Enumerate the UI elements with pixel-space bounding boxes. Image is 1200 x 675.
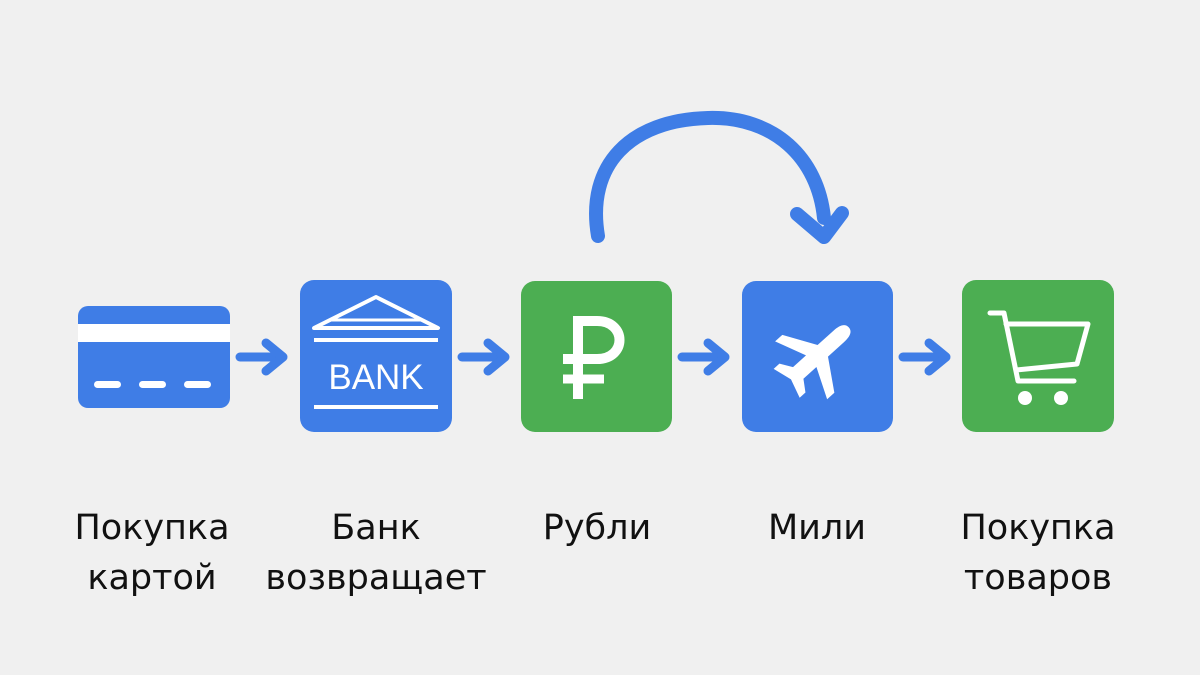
step-label-card-line1: Покупка [74,508,230,548]
step-card [78,306,230,408]
step-bank: BANK [300,280,452,432]
step-label-bank: Банк возвращает [256,503,496,603]
step-label-rubles: Рубли [477,503,717,553]
step-label-bank-line1: Банк [331,508,421,548]
step-label-goods: Покупка товаров [918,503,1158,603]
bank-icon-text: BANK [328,358,423,397]
step-miles [742,281,893,432]
step-label-card: Покупка картой [32,503,272,603]
airplane-icon [773,325,851,400]
arrow-miles-to-goods [898,338,951,376]
step-label-miles-line1: Мили [767,508,867,548]
ruble-icon [563,316,625,399]
credit-card-icon [78,306,230,408]
step-label-goods-line2: товаров [963,558,1113,598]
step-label-goods-line1: Покупка [960,508,1116,548]
step-goods [962,280,1114,432]
arrow-card-to-bank [235,338,288,376]
shopping-cart-icon [987,310,1091,405]
step-label-miles: Мили [697,503,937,553]
curved-arrow-rubles-to-miles [589,110,849,244]
step-label-card-line2: картой [87,558,217,598]
bank-icon: BANK [312,295,440,409]
step-rubles [521,281,672,432]
step-label-bank-line2: возвращает [265,558,487,598]
arrow-bank-to-rubles [457,338,510,376]
step-label-rubles-line1: Рубли [542,508,652,548]
arrow-rubles-to-miles [677,338,730,376]
